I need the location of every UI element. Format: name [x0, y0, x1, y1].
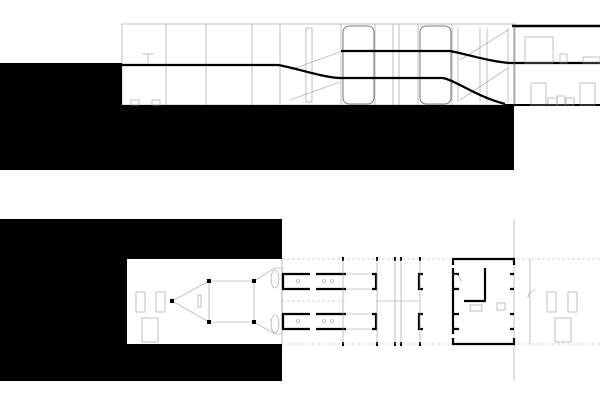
section-view — [0, 23, 600, 170]
plan-columns — [342, 257, 421, 346]
plan-walls — [281, 257, 516, 346]
earth-mass-section — [0, 63, 514, 170]
earth-mass-plan — [0, 219, 282, 381]
corridor-lines — [281, 219, 600, 381]
plan-furniture — [135, 269, 578, 343]
upper-floor-slab — [341, 49, 600, 65]
elevator-cabin-1 — [342, 25, 375, 105]
section-bay-lines — [165, 24, 509, 105]
lower-floor-slab — [122, 63, 506, 106]
section-furniture — [130, 36, 600, 106]
entrance-hall — [170, 267, 283, 335]
elevator-cabin-2 — [419, 25, 452, 105]
plan-view — [0, 219, 600, 381]
plan-gridlines — [342, 259, 421, 344]
